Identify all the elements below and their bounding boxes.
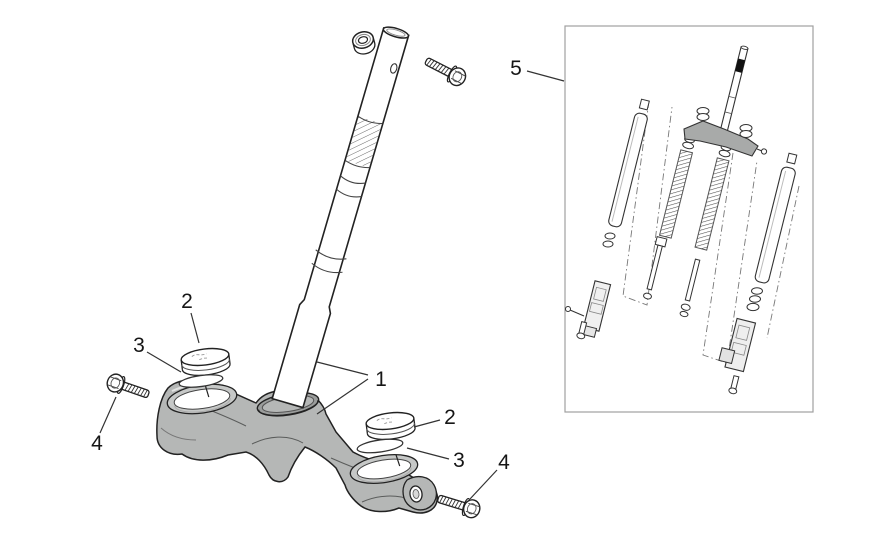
clamp-bore-right xyxy=(349,453,419,485)
inset-steering-stem xyxy=(717,45,749,140)
callout-3-left-leader xyxy=(146,351,182,373)
inset-spring-right xyxy=(694,144,732,251)
stem-threaded-section xyxy=(345,116,383,168)
clamp-hub-front-rim xyxy=(257,400,319,417)
stem-top-nut xyxy=(351,31,376,55)
inset-washer xyxy=(696,113,710,121)
callout-2-left-leader xyxy=(190,312,200,344)
callout-leader-lines xyxy=(99,70,565,500)
inset-fork-tube-right xyxy=(754,152,798,284)
pinch-bolt-top xyxy=(421,52,470,90)
steering-stem-tube xyxy=(271,26,410,409)
callout-5-leader xyxy=(526,70,565,82)
inset-ring xyxy=(602,240,614,248)
inset-ring xyxy=(604,232,616,240)
inset-fork-leg-left xyxy=(565,280,612,340)
inset-ring xyxy=(746,302,760,312)
inset-ring xyxy=(751,287,763,295)
seal-ring-left xyxy=(178,374,224,388)
callout-3-left-label: 3 xyxy=(133,334,145,357)
callout-3-right-label: 3 xyxy=(453,449,465,472)
callout-1-label: 1 xyxy=(375,368,387,391)
callout-3-right-leader xyxy=(406,447,450,460)
inset-fork-leg-right xyxy=(718,317,757,395)
lower-triple-clamp xyxy=(156,378,439,514)
inset-centerlines xyxy=(622,100,800,364)
callout-2-left-label: 2 xyxy=(181,290,193,313)
stem-ring-grooves xyxy=(311,175,366,274)
callout-1-leader-upper xyxy=(316,361,369,376)
callout-4-right-leader xyxy=(469,469,498,500)
inset-washer xyxy=(739,130,753,138)
callout-2-right-label: 2 xyxy=(444,406,456,429)
stem-side-hole xyxy=(390,63,398,74)
inset-triple-clamp xyxy=(683,120,768,157)
callout-5-label: 5 xyxy=(510,57,522,80)
inset-fork-assembly xyxy=(564,25,814,413)
callout-1-leader-lower xyxy=(316,378,369,415)
inset-damper-rod-right xyxy=(679,258,701,318)
washer-stack-left xyxy=(180,347,231,377)
callout-4-left-label: 4 xyxy=(91,432,103,455)
callout-4-left-leader xyxy=(99,396,117,434)
inset-ring xyxy=(749,295,761,303)
seal-ring-right xyxy=(356,438,404,454)
callout-4-right-label: 4 xyxy=(498,451,510,474)
inset-fork-tube-left xyxy=(608,98,650,228)
clamp-ear-tab xyxy=(402,475,437,511)
inset-damper-rod-left xyxy=(643,236,668,300)
washer-stack-right xyxy=(365,411,416,441)
clamp-bore-left xyxy=(166,383,238,415)
pinch-bolt-left xyxy=(104,371,153,404)
callout-2-right-leader xyxy=(413,419,441,428)
stem-top-opening xyxy=(382,26,410,39)
